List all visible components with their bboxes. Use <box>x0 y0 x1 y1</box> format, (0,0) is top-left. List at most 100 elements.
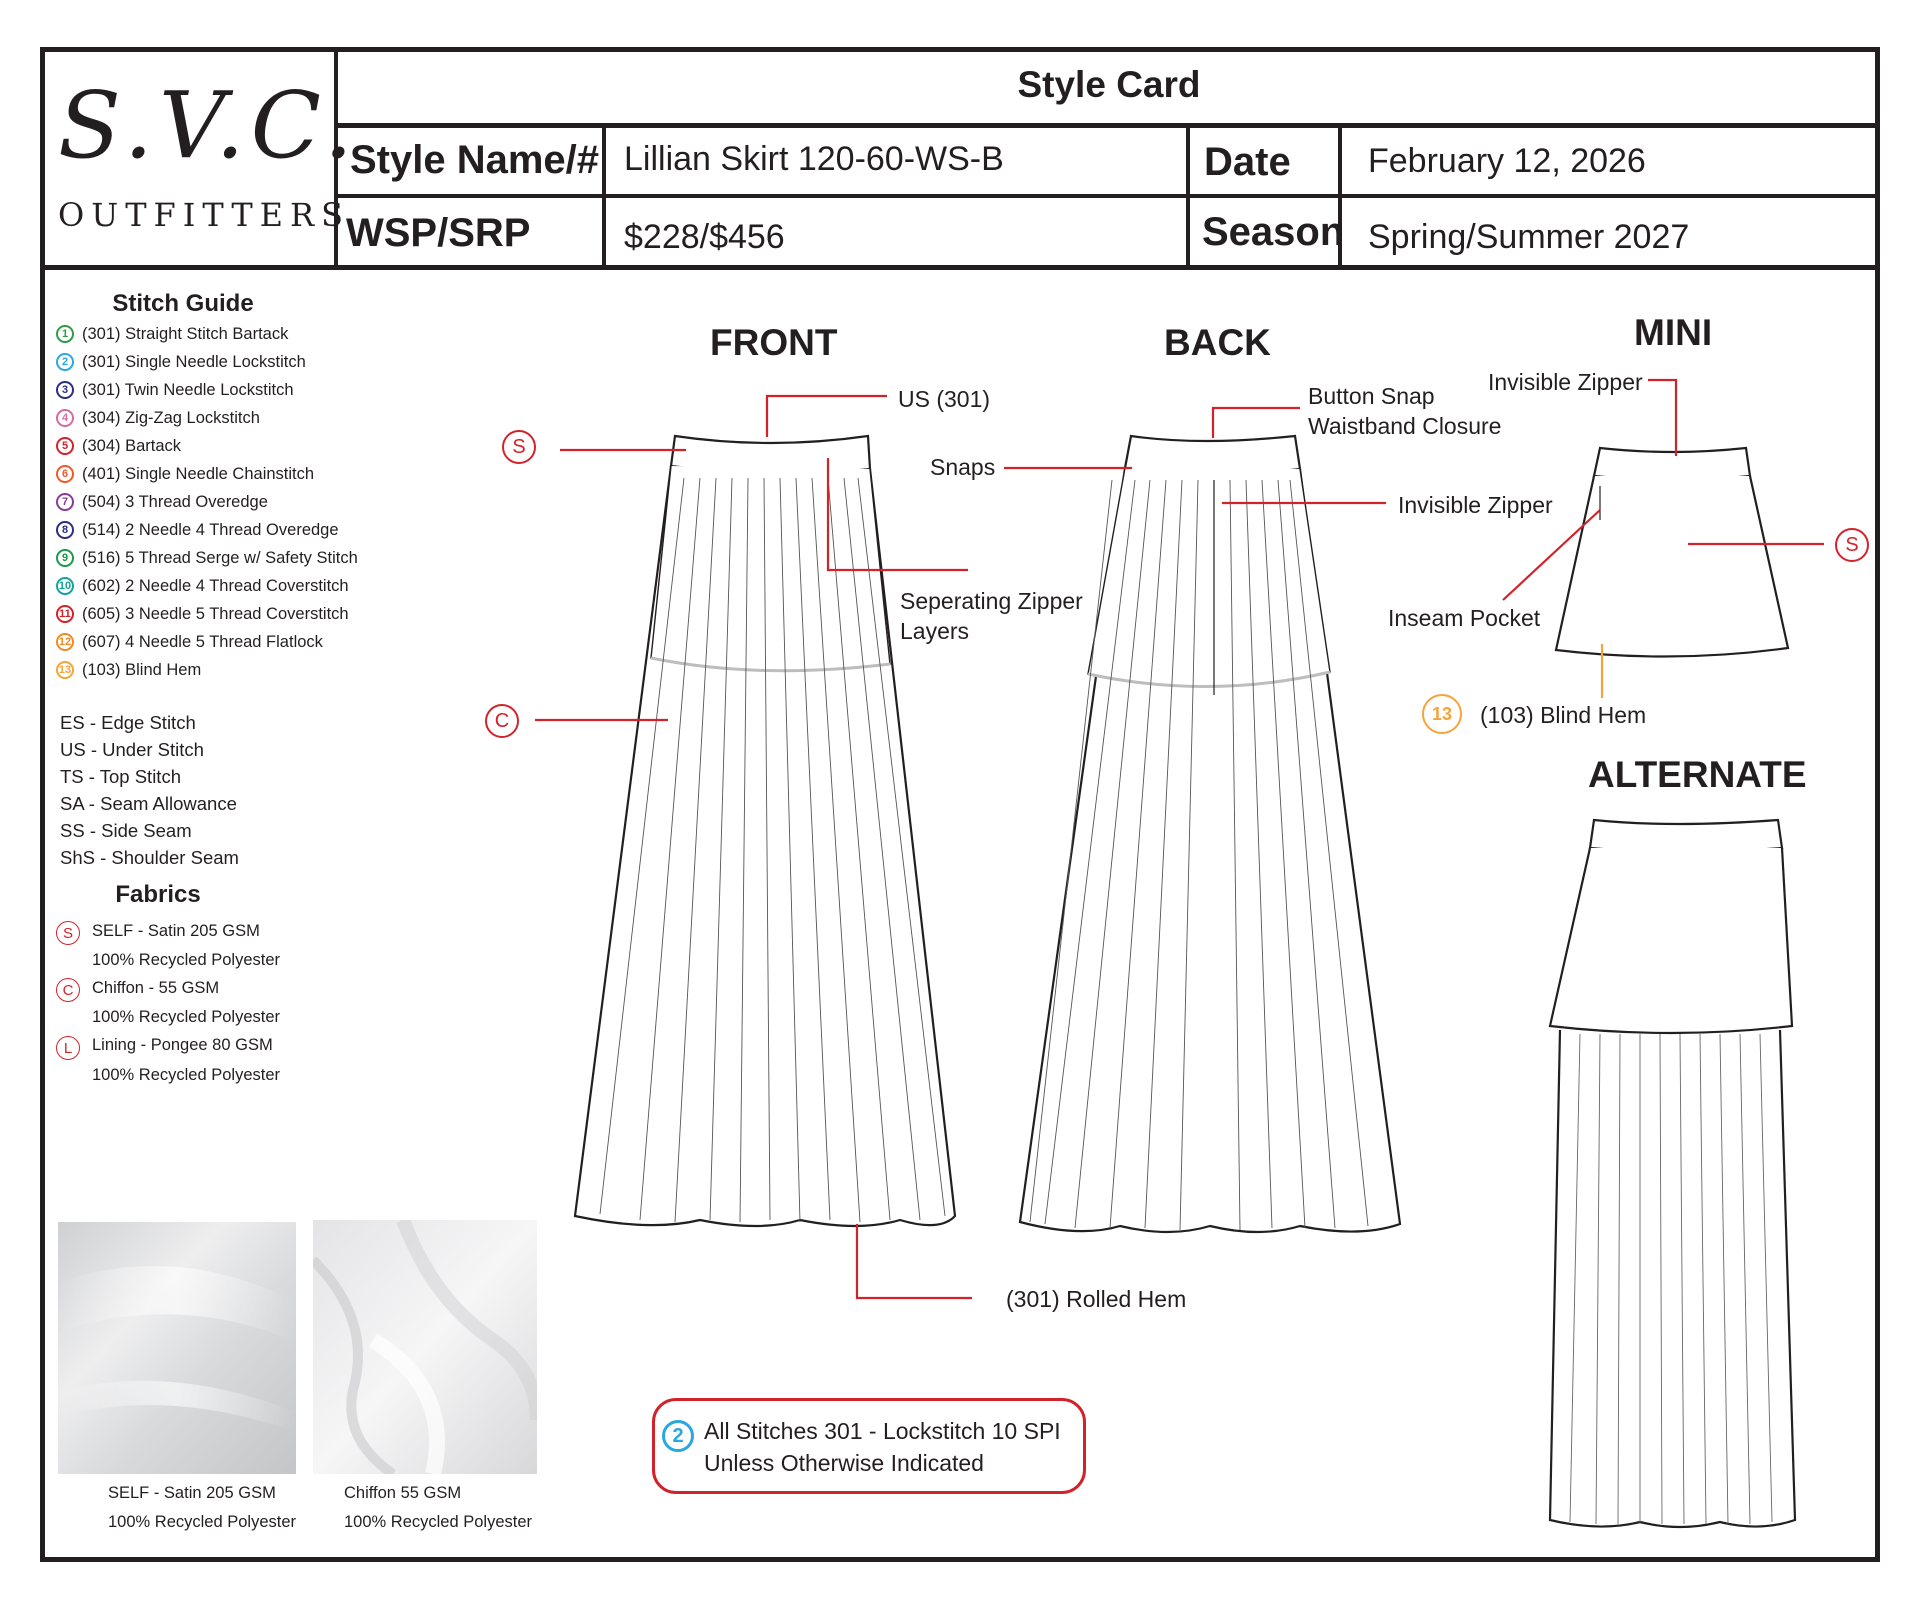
fabric-chiffon-name: Chiffon - 55 GSM <box>92 979 220 997</box>
abbr-sa: SA - Seam Allowance <box>60 793 237 814</box>
fabric-chiffon-tag: C <box>56 978 80 1002</box>
header-bottom-divider <box>40 265 1880 270</box>
satin-swatch-name: SELF - Satin 205 GSM <box>108 1484 276 1502</box>
chiffon-swatch-name: Chiffon 55 GSM <box>344 1484 462 1502</box>
stitch-guide-item: 11 (605) 3 Needle 5 Thread Coverstitch <box>56 602 349 626</box>
blind-hem-number-icon: 13 <box>1422 694 1462 734</box>
style-name-value: Lillian Skirt 120-60-WS-B <box>624 140 1004 178</box>
callout-inseam-pocket: Inseam Pocket <box>1388 605 1541 631</box>
stitch-guide-item: 3 (301) Twin Needle Lockstitch <box>56 378 294 402</box>
stitch-label: (304) Bartack <box>82 436 182 455</box>
stitch-guide-title: Stitch Guide <box>112 290 254 317</box>
stitch-number-icon: 10 <box>56 577 74 595</box>
mini-view-title: MINI <box>1634 312 1713 353</box>
stitch-guide-item: 1 (301) Straight Stitch Bartack <box>56 322 288 346</box>
value-col-divider <box>1186 123 1190 269</box>
date-label: Date <box>1204 140 1291 184</box>
front-self-fabric-tag: S <box>502 430 536 464</box>
stitch-number-icon: 11 <box>56 605 74 623</box>
stitch-number-icon: 1 <box>56 325 74 343</box>
stitch-label: (605) 3 Needle 5 Thread Coverstitch <box>82 604 349 623</box>
stitch-label: (304) Zig-Zag Lockstitch <box>82 408 260 427</box>
stitch-note-number-icon: 2 <box>662 1420 694 1452</box>
stitch-note-line-2: Unless Otherwise Indicated <box>704 1450 984 1476</box>
season-value: Spring/Summer 2027 <box>1368 218 1690 256</box>
stitch-number-icon: 2 <box>56 353 74 371</box>
mini-self-fabric-tag: S <box>1835 528 1869 562</box>
abbr-us: US - Under Stitch <box>60 739 204 760</box>
callout-invisible-zipper-back: Invisible Zipper <box>1398 492 1553 518</box>
stitch-number-icon: 7 <box>56 493 74 511</box>
callout-us-301: US (301) <box>898 386 991 412</box>
wsp-srp-value: $228/$456 <box>624 218 785 256</box>
alternate-view-title: ALTERNATE <box>1588 754 1807 795</box>
chiffon-swatch-content: 100% Recycled Polyester <box>344 1513 533 1531</box>
callout-separating-zipper-layers: Layers <box>900 618 970 644</box>
stitch-number-icon: 12 <box>56 633 74 651</box>
style-name-label: Style Name/# <box>350 138 600 182</box>
abbr-shs: ShS - Shoulder Seam <box>60 847 239 868</box>
front-chiffon-fabric-tag: C <box>485 704 519 738</box>
season-label: Season <box>1202 210 1345 254</box>
callout-rolled-hem: (301) Rolled Hem <box>1006 1286 1187 1312</box>
stitch-guide-item: 2(301) Single Needle Lockstitch <box>56 350 306 374</box>
fabric-lining-name: Lining - Pongee 80 GSM <box>92 1036 273 1054</box>
stitch-label: (504) 3 Thread Overedge <box>82 492 268 511</box>
callout-separating-zipper: Seperating Zipper <box>900 588 1083 614</box>
fabric-lining-content: 100% Recycled Polyester <box>92 1066 281 1084</box>
satin-swatch-image <box>58 1222 296 1474</box>
stitch-label: (516) 5 Thread Serge w/ Safety Stitch <box>82 548 358 567</box>
stitch-guide-item: 7 (504) 3 Thread Overedge <box>56 490 268 514</box>
stitch-number-icon: 3 <box>56 381 74 399</box>
callout-blind-hem: (103) Blind Hem <box>1480 702 1647 728</box>
abbr-ss: SS - Side Seam <box>60 820 192 841</box>
back-skirt-drawing <box>1018 434 1402 1234</box>
stitch-number-icon: 6 <box>56 465 74 483</box>
stitch-label: (602) 2 Needle 4 Thread Coverstitch <box>82 576 349 595</box>
date-value: February 12, 2026 <box>1368 142 1646 180</box>
satin-swatch-content: 100% Recycled Polyester <box>108 1513 297 1531</box>
stitch-number-icon: 4 <box>56 409 74 427</box>
brand-logo-script: S.V.C. <box>58 72 359 179</box>
chiffon-swatch-image <box>313 1220 537 1474</box>
stitch-note-line-1: All Stitches 301 - Lockstitch 10 SPI <box>704 1418 1061 1444</box>
fabric-self-name: SELF - Satin 205 GSM <box>92 922 260 940</box>
front-skirt-drawing <box>573 434 957 1228</box>
stitch-number-icon: 13 <box>56 661 74 679</box>
stitch-label: (514) 2 Needle 4 Thread Overedge <box>82 520 339 539</box>
stitch-guide-item: 9(516) 5 Thread Serge w/ Safety Stitch <box>56 546 358 570</box>
stitch-label: (401) Single Needle Chainstitch <box>82 464 315 483</box>
abbr-ts: TS - Top Stitch <box>60 766 181 787</box>
page-title: Style Card <box>1017 64 1201 105</box>
title-row-divider <box>334 123 1880 128</box>
callout-invisible-zipper-mini: Invisible Zipper <box>1488 369 1643 395</box>
stitch-label: (301) Straight Stitch Bartack <box>82 324 289 343</box>
stitch-label: (607) 4 Needle 5 Thread Flatlock <box>82 632 323 651</box>
style-card-frame <box>40 47 1880 1562</box>
stitch-guide-item: 8 (514) 2 Needle 4 Thread Overedge <box>56 518 339 542</box>
logo-divider <box>334 47 338 269</box>
mini-skirt-drawing <box>1554 446 1790 658</box>
callout-button-snap: Button Snap <box>1308 383 1435 409</box>
fabric-lining-tag: L <box>56 1036 80 1060</box>
mid-row-divider <box>334 194 1880 198</box>
fabric-self-tag: S <box>56 921 80 945</box>
stitch-note-box <box>652 1398 1086 1494</box>
stitch-guide-item: 4 (304) Zig-Zag Lockstitch <box>56 406 260 430</box>
callout-waistband-closure: Waistband Closure <box>1308 413 1502 439</box>
brand-logo-subtitle: OUTFITTERS <box>58 196 351 234</box>
stitch-guide-item: 6 (401) Single Needle Chainstitch <box>56 462 314 486</box>
callout-leaders <box>535 378 1824 1300</box>
stitch-label: (103) Blind Hem <box>82 660 202 679</box>
front-view-title: FRONT <box>710 322 838 363</box>
abbr-es: ES - Edge Stitch <box>60 712 196 733</box>
stitch-number-icon: 5 <box>56 437 74 455</box>
stitch-number-icon: 8 <box>56 521 74 539</box>
back-view-title: BACK <box>1164 322 1271 363</box>
label-col-divider <box>602 123 606 269</box>
stitch-label: (301) Twin Needle Lockstitch <box>82 380 294 399</box>
stitch-guide-item: 5 (304) Bartack <box>56 434 181 458</box>
stitch-guide-item: 10 (602) 2 Needle 4 Thread Coverstitch <box>56 574 349 598</box>
date-col-divider <box>1338 123 1342 269</box>
